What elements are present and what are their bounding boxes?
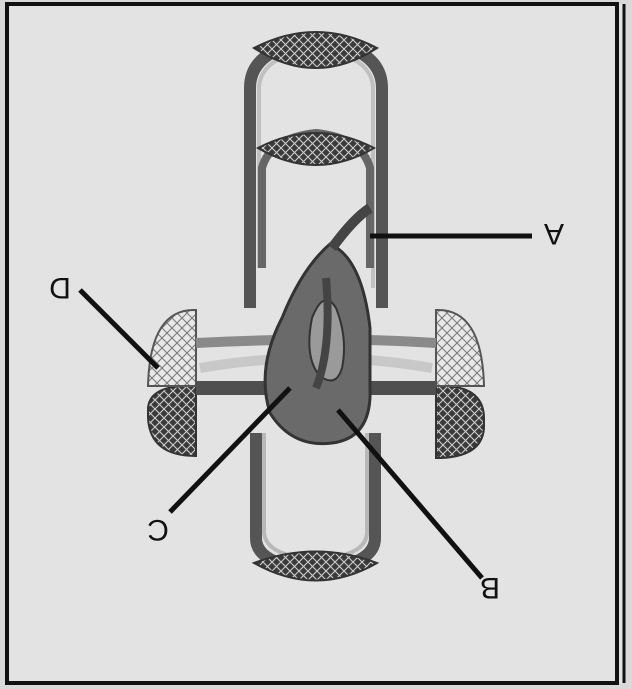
- label-d: D: [49, 271, 71, 304]
- label-a: A: [544, 217, 564, 250]
- label-b: B: [480, 571, 500, 604]
- label-c: C: [147, 513, 169, 546]
